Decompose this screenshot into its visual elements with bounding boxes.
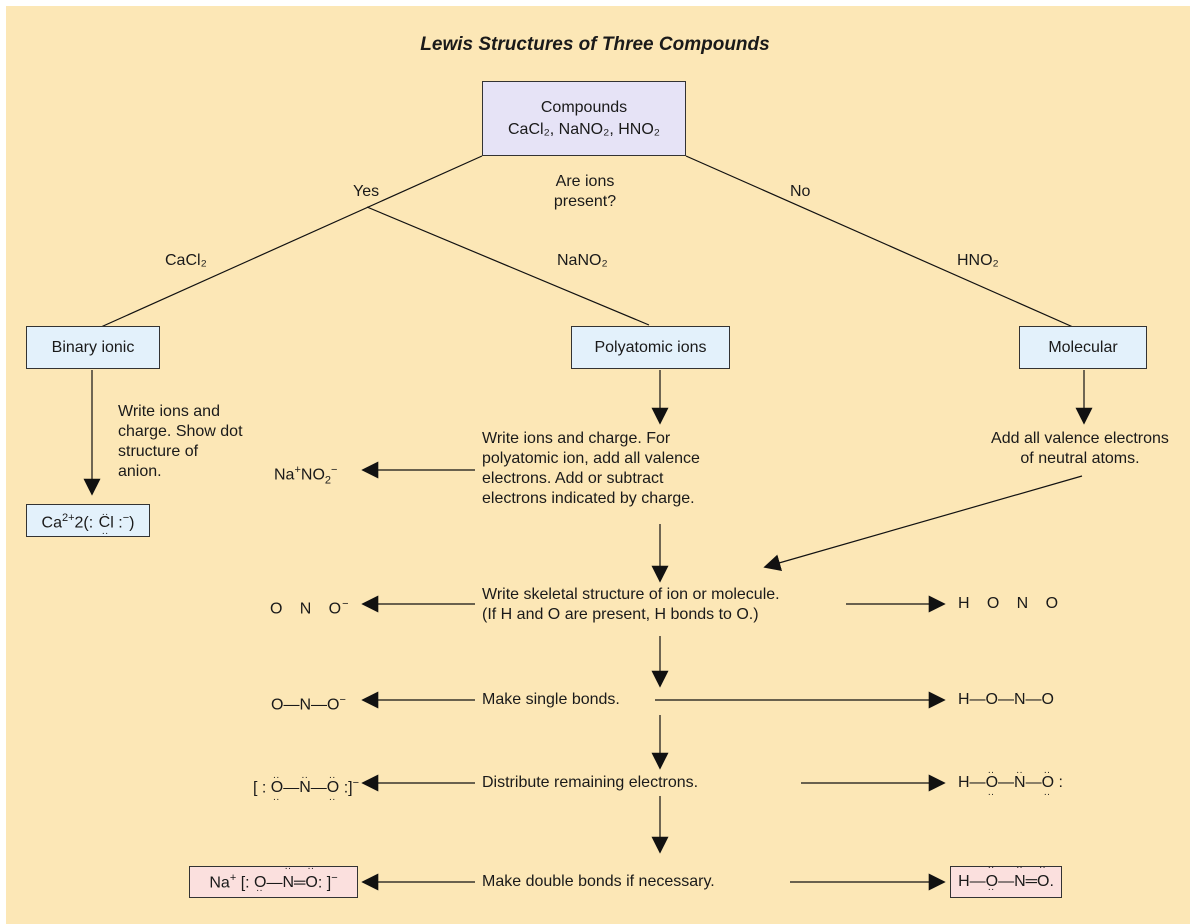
compounds-list: CaCl₂, NaNO₂, HNO₂	[508, 120, 660, 138]
nano2-final-lewis: Na+ [: O··—N··═O··: ]−	[209, 863, 338, 897]
molecular-box: Molecular	[1019, 326, 1147, 369]
diagram-background	[6, 6, 1190, 924]
molecular-add-step: Add all valence electrons of neutral ato…	[991, 430, 1169, 467]
yes-label: Yes	[353, 183, 380, 200]
polyatomic-ions-box: Polyatomic ions	[571, 326, 730, 369]
distribute-left-result: [ : O····—N··—O···· :]−	[253, 772, 360, 806]
question-text: Are ions present?	[553, 173, 617, 210]
branch-no-line	[685, 155, 1083, 332]
hno2-final-lewis: H—O····—N··═O··.	[958, 862, 1054, 895]
cacl2-lewis: Ca2+2(: C····l :−)	[41, 509, 135, 540]
double-bonds-step: Make double bonds if necessary.	[482, 873, 715, 890]
distribute-right-result: H—O····—N··—O···· :	[958, 767, 1063, 800]
compounds-box: Compounds CaCl₂, NaNO₂, HNO₂	[482, 81, 686, 156]
nano2-ions-result: Na+NO2−	[274, 464, 338, 487]
binary-ionic-box: Binary ionic	[26, 326, 160, 369]
hno2-final-box: H—O····—N··═O··.	[950, 862, 1062, 898]
branch-yes-line	[91, 155, 483, 332]
skeletal-step: Write skeletal structure of ion or molec…	[482, 586, 780, 623]
nano2-final-box: Na+ [: O··—N··═O··: ]−	[189, 863, 358, 898]
cacl2-final-box: Ca2+2(: C····l :−)	[26, 504, 150, 540]
diagram-title: Lewis Structures of Three Compounds	[420, 34, 770, 55]
single-right-result: H—O—N—O	[958, 691, 1054, 708]
hno2-branch-label: HNO₂	[957, 252, 999, 269]
single-bonds-step: Make single bonds.	[482, 691, 620, 708]
poly-write-step: Write ions and charge. For polyatomic io…	[482, 430, 700, 507]
compounds-label: Compounds	[540, 98, 628, 116]
cacl2-branch-label: CaCl₂	[165, 252, 207, 269]
mol-to-skeletal-arrow	[763, 475, 1083, 571]
single-left-result: O—N—O−	[271, 694, 346, 714]
nano2-branch-label: NaNO₂	[557, 252, 608, 269]
skeletal-right-result: H O N O	[958, 595, 1060, 612]
branch-nano2-line	[366, 206, 650, 326]
no-label: No	[790, 183, 811, 200]
binary-write-step: Write ions and charge. Show dot structur…	[118, 403, 243, 480]
skeletal-left-result: O N O−	[270, 598, 350, 618]
distribute-step: Distribute remaining electrons.	[482, 774, 699, 791]
